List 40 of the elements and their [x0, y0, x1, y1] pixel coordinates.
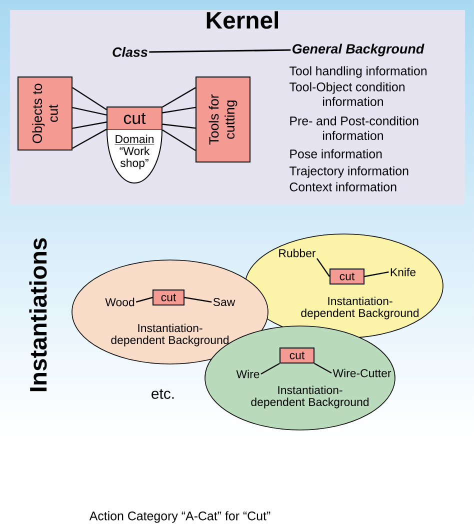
info-text: Tool handling information	[289, 66, 427, 78]
item-text: Wire	[236, 370, 260, 378]
heading-text: Class	[112, 47, 148, 57]
etc-text: etc.	[152, 389, 174, 399]
info-text: Trajectory information	[289, 166, 408, 178]
process-box: cut	[106, 106, 162, 130]
connector-line	[184, 296, 212, 303]
item-text: Knife	[390, 268, 416, 276]
connector-line	[72, 122, 107, 129]
info-text: Pre- and Post-condition information	[290, 116, 418, 140]
connector-line	[149, 49, 291, 53]
process-box: Objects to cut	[18, 76, 72, 150]
process-box: cut	[280, 348, 314, 364]
heading-text: General Background	[292, 44, 424, 56]
item-text: Wire-Cutter	[332, 368, 392, 378]
item-text: Rubber	[279, 248, 316, 258]
item-text: Saw	[213, 298, 236, 306]
info-text: Pose information	[290, 149, 382, 158]
connector-line	[72, 107, 107, 116]
connector-line	[162, 87, 196, 108]
domain-dome: Domain “Work shop”	[106, 130, 162, 184]
connector-line	[136, 296, 153, 303]
panel-heading: Kernel	[206, 11, 278, 29]
connector-line	[260, 362, 280, 375]
connector-line	[162, 124, 196, 129]
connector-line	[364, 271, 389, 278]
process-box: cut	[330, 268, 364, 284]
connector-line	[72, 87, 107, 110]
connector-line	[162, 106, 196, 114]
process-box: Tools for cutting	[196, 76, 250, 162]
connector-line	[316, 258, 330, 277]
connector-line	[162, 130, 196, 151]
caption: Action Category “A-Cat” for “Cut”	[89, 511, 270, 523]
info-text: Context information	[290, 182, 396, 192]
item-text: Wood	[105, 298, 134, 306]
connector-line	[72, 128, 107, 149]
info-text: Tool-Object condition information	[289, 82, 404, 106]
connector-line	[314, 362, 332, 374]
process-box: cut	[152, 290, 184, 306]
section-heading: Instantiations	[29, 238, 47, 392]
